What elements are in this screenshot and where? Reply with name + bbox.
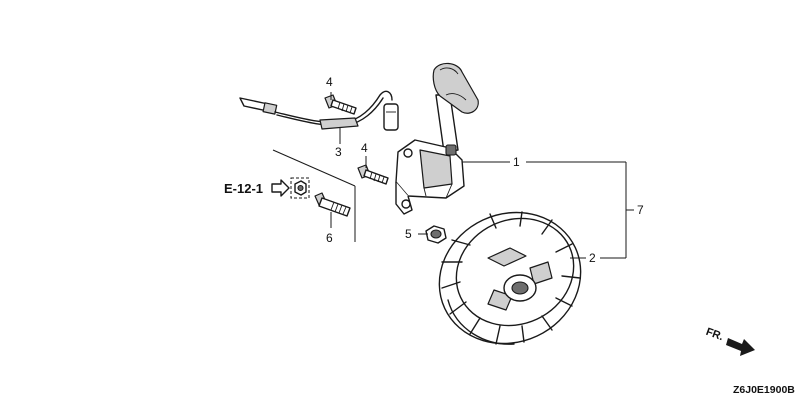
leader-lines [330, 92, 634, 259]
callout-3: 3 [335, 145, 342, 159]
reference-label: E-12-1 [224, 181, 263, 196]
callout-2: 2 [589, 251, 596, 265]
direction-label: FR. [704, 326, 725, 343]
flywheel-nut [425, 225, 447, 244]
callout-5: 5 [405, 227, 412, 241]
flywheel [438, 211, 582, 345]
spark-plug-wire [239, 90, 399, 131]
callout-6: 6 [326, 231, 333, 245]
callout-1: 1 [513, 155, 520, 169]
ignition-coil [395, 62, 479, 215]
callout-7: 7 [637, 203, 644, 217]
front-direction-indicator: FR. [704, 326, 755, 356]
bolt-middle [357, 164, 389, 185]
callout-4-upper: 4 [326, 75, 333, 89]
reference-arrow [271, 179, 290, 197]
bolt-upper [324, 94, 357, 115]
callout-4-middle: 4 [361, 141, 368, 155]
diagram-code: Z6J0E1900B [733, 384, 795, 396]
direction-arrow-icon [726, 338, 755, 356]
reference-bracket [271, 149, 356, 242]
